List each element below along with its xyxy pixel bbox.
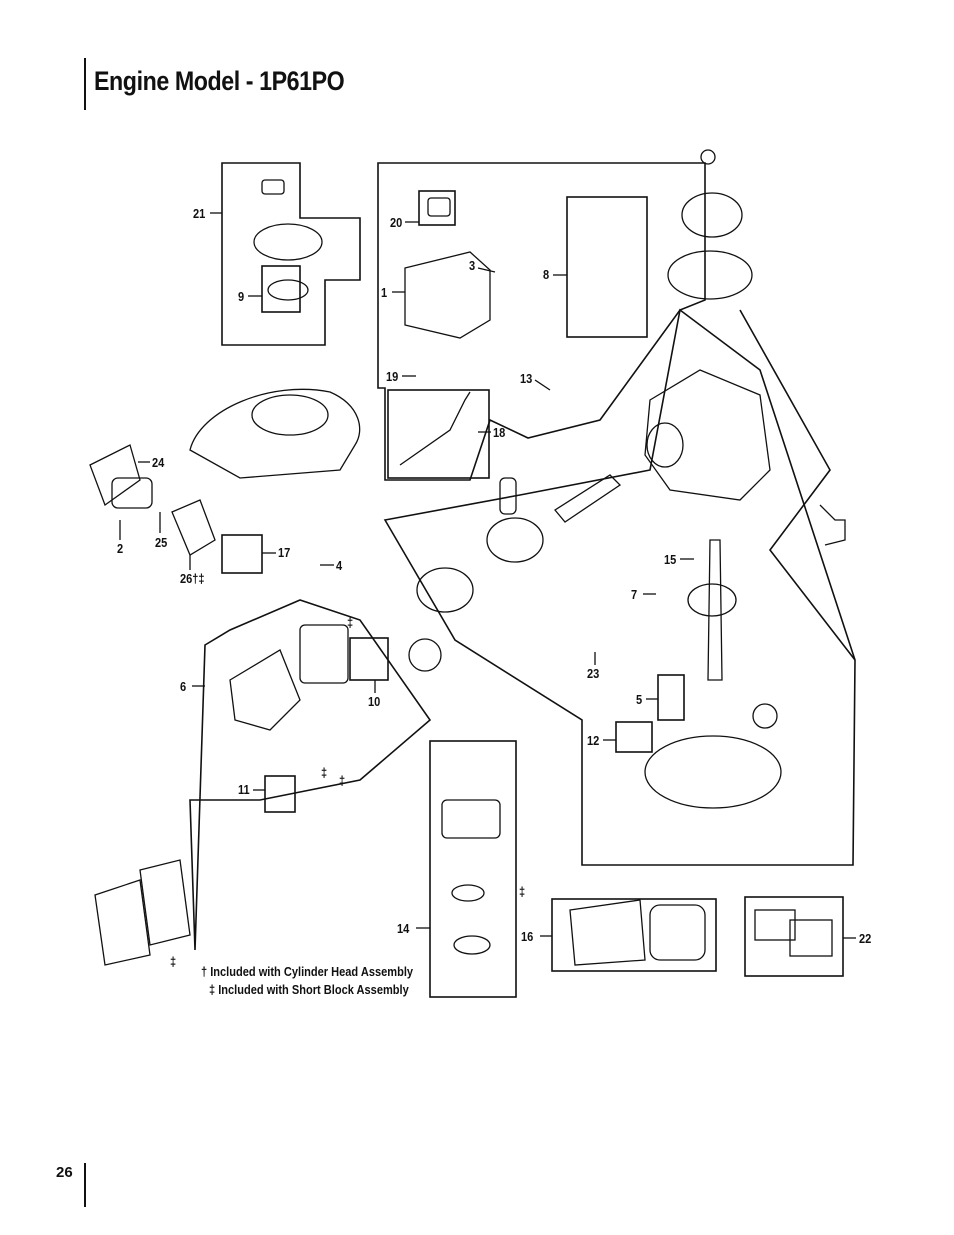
- box-18: [387, 389, 490, 479]
- piston: [486, 517, 544, 563]
- footer-rule: [84, 1163, 86, 1207]
- fuel-tank: [404, 251, 491, 339]
- cylinder-bore: [646, 422, 684, 468]
- flywheel: [667, 250, 753, 300]
- box-11: [264, 775, 296, 813]
- air-filter-cover: [649, 904, 706, 961]
- short-block-marker: ‡: [519, 884, 526, 899]
- blower-housing-vent: [251, 394, 329, 436]
- callout-11: 11: [238, 782, 250, 797]
- valve-cover-gasket: [139, 859, 191, 946]
- callout-5: 5: [636, 692, 643, 707]
- legend-note-cylinder-head: † Included with Cylinder Head Assembly: [201, 964, 414, 979]
- callout-17: 17: [278, 545, 291, 560]
- callout-20: 20: [390, 215, 403, 230]
- blower-housing-group-outline: [377, 162, 706, 481]
- page-title: Engine Model - 1P61PO: [94, 66, 345, 96]
- flywheel-nut: [700, 149, 716, 165]
- callout-21: 21: [193, 206, 206, 221]
- title-rule: [84, 58, 86, 110]
- callout-14: 14: [397, 921, 410, 936]
- callout-18: 18: [493, 425, 506, 440]
- box-14: [429, 740, 517, 998]
- muffler-shield: [89, 444, 141, 507]
- callout-7: 7: [631, 587, 638, 602]
- allen-wrench: [819, 504, 846, 546]
- callout-2: 2: [117, 541, 124, 556]
- box-12: [615, 721, 653, 753]
- valve-cover: [94, 879, 151, 966]
- head-group-outline: [189, 599, 432, 951]
- oil-dipstick: [399, 391, 471, 466]
- leader-3: [477, 267, 496, 273]
- short-block-marker: ‡: [347, 615, 354, 630]
- recoil-starter-group-outline: [221, 162, 361, 346]
- cam-gear: [408, 638, 442, 672]
- heat-shield: [171, 499, 216, 556]
- crankshaft: [707, 539, 723, 681]
- float-bowl: [453, 935, 491, 955]
- callout-16: 16: [521, 929, 534, 944]
- callout-19: 19: [386, 369, 399, 384]
- carburetor: [441, 799, 501, 839]
- callout-3: 3: [469, 258, 476, 273]
- callout-9: 9: [238, 289, 245, 304]
- air-filter-element: [754, 909, 796, 941]
- callout-23: 23: [587, 666, 600, 681]
- page-number: 26: [56, 1164, 73, 1181]
- callout-15: 15: [664, 552, 677, 567]
- starter-handle: [261, 179, 285, 195]
- box-20: [418, 190, 456, 226]
- box-9: [261, 265, 301, 313]
- callout-22: 22: [859, 931, 872, 946]
- short-block-marker: ‡: [170, 954, 177, 969]
- box-5: [657, 674, 685, 721]
- callout-26: 26†‡: [180, 571, 205, 586]
- pre-cleaner: [789, 919, 833, 957]
- callout-12: 12: [587, 733, 600, 748]
- fan: [681, 192, 743, 238]
- legend-note-short-block: ‡ Included with Short Block Assembly: [209, 982, 409, 997]
- connecting-rod: [554, 474, 622, 523]
- governor-gear: [752, 703, 778, 729]
- piston-rings: [416, 567, 474, 613]
- crank-counterweight: [687, 583, 737, 617]
- callout-1: 1: [381, 285, 388, 300]
- box-22: [744, 896, 844, 977]
- callout-10: 10: [368, 694, 381, 709]
- piston-pin: [499, 477, 517, 515]
- head-gasket: [299, 624, 349, 684]
- box-10: [349, 637, 389, 681]
- engine-block: [644, 369, 771, 501]
- box-17: [221, 534, 263, 574]
- crankcase-group-outline: [739, 309, 856, 661]
- air-filter-base: [569, 899, 646, 966]
- starter-pulley: [267, 279, 309, 301]
- box-16: [551, 898, 717, 972]
- muffler: [111, 477, 153, 509]
- callout-6: 6: [180, 679, 187, 694]
- short-block-marker: ‡: [321, 765, 328, 780]
- blower-housing: [189, 388, 361, 479]
- fuel-cap: [427, 197, 451, 217]
- leader-13: [534, 379, 551, 391]
- callout-25: 25: [155, 535, 168, 550]
- callout-24: 24: [152, 455, 165, 470]
- box-8: [566, 196, 648, 338]
- cylinder-head: [229, 649, 301, 731]
- starter-cover: [253, 223, 323, 261]
- callout-8: 8: [543, 267, 550, 282]
- crankcase-cover: [644, 735, 782, 809]
- float-bowl-gasket: [451, 884, 485, 902]
- callout-13: 13: [520, 371, 533, 386]
- callout-4: 4: [336, 558, 343, 573]
- short-block-marker: ‡: [339, 773, 346, 788]
